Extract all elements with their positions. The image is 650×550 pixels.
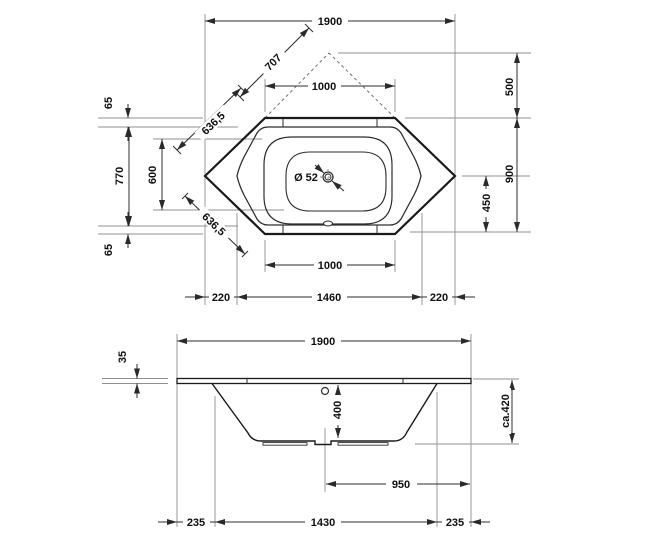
basin-outer-edge bbox=[263, 136, 393, 225]
overflow-hole bbox=[320, 386, 330, 396]
support-plate-left bbox=[262, 442, 308, 446]
hexagon-rim-outline bbox=[203, 116, 457, 236]
plan-dimension-lines bbox=[125, 18, 520, 300]
dim-section-inner-depth: 400 bbox=[332, 401, 344, 419]
dim-plan-chain-middle: 1460 bbox=[317, 292, 341, 304]
dim-section-chain-right: 235 bbox=[446, 517, 464, 529]
dim-plan-corner-height: 500 bbox=[504, 78, 516, 96]
dim-plan-inner-rim-width: 770 bbox=[114, 167, 126, 185]
inner-rim-line bbox=[236, 126, 422, 226]
basin-bottom-edge bbox=[285, 151, 387, 212]
tub-section-shapes bbox=[176, 377, 472, 446]
plan-view: 1900 707 1000 636,5 65 770 600 636,5 65 … bbox=[98, 14, 531, 305]
dim-plan-chain-left: 220 bbox=[212, 292, 230, 304]
dim-section-chain-middle: 1430 bbox=[311, 517, 335, 529]
dim-section-chain-left: 235 bbox=[187, 517, 205, 529]
tub-body-profile bbox=[211, 383, 438, 446]
dim-section-overall-height: ca.420 bbox=[500, 394, 512, 428]
dim-section-drain-offset: 950 bbox=[392, 479, 410, 491]
support-plate-right bbox=[337, 442, 389, 446]
dim-plan-overall-width: 900 bbox=[504, 165, 516, 183]
dim-plan-basin-width: 600 bbox=[147, 166, 159, 184]
tub-plan-shapes bbox=[203, 116, 457, 236]
section-dimension-lines bbox=[134, 338, 515, 525]
dim-plan-overall-length: 1900 bbox=[318, 16, 342, 28]
plan-dimension-labels: 1900 707 1000 636,5 65 770 600 636,5 65 … bbox=[103, 14, 516, 304]
section-extension-lines bbox=[102, 334, 519, 527]
dim-plan-top-edge: 1000 bbox=[312, 81, 336, 93]
rim-profile bbox=[176, 377, 472, 385]
section-view: 1900 35 400 ca.420 950 235 1430 235 bbox=[102, 334, 519, 529]
overflow-symbol bbox=[322, 220, 334, 227]
dim-plan-center-to-edge: 450 bbox=[481, 194, 493, 212]
drain-symbol bbox=[314, 164, 345, 192]
section-dimension-labels: 1900 35 400 ca.420 950 235 1430 235 bbox=[117, 335, 512, 529]
dim-plan-bottom-edge: 1000 bbox=[318, 260, 342, 272]
dim-section-overall-length: 1900 bbox=[311, 336, 335, 348]
dim-plan-rim-top: 65 bbox=[103, 97, 115, 109]
drain-diameter-label: Ø 52 bbox=[294, 172, 318, 184]
dim-section-rim-thickness: 35 bbox=[117, 351, 129, 363]
dim-plan-chain-right: 220 bbox=[430, 292, 448, 304]
dim-plan-rim-bottom: 65 bbox=[103, 244, 115, 256]
